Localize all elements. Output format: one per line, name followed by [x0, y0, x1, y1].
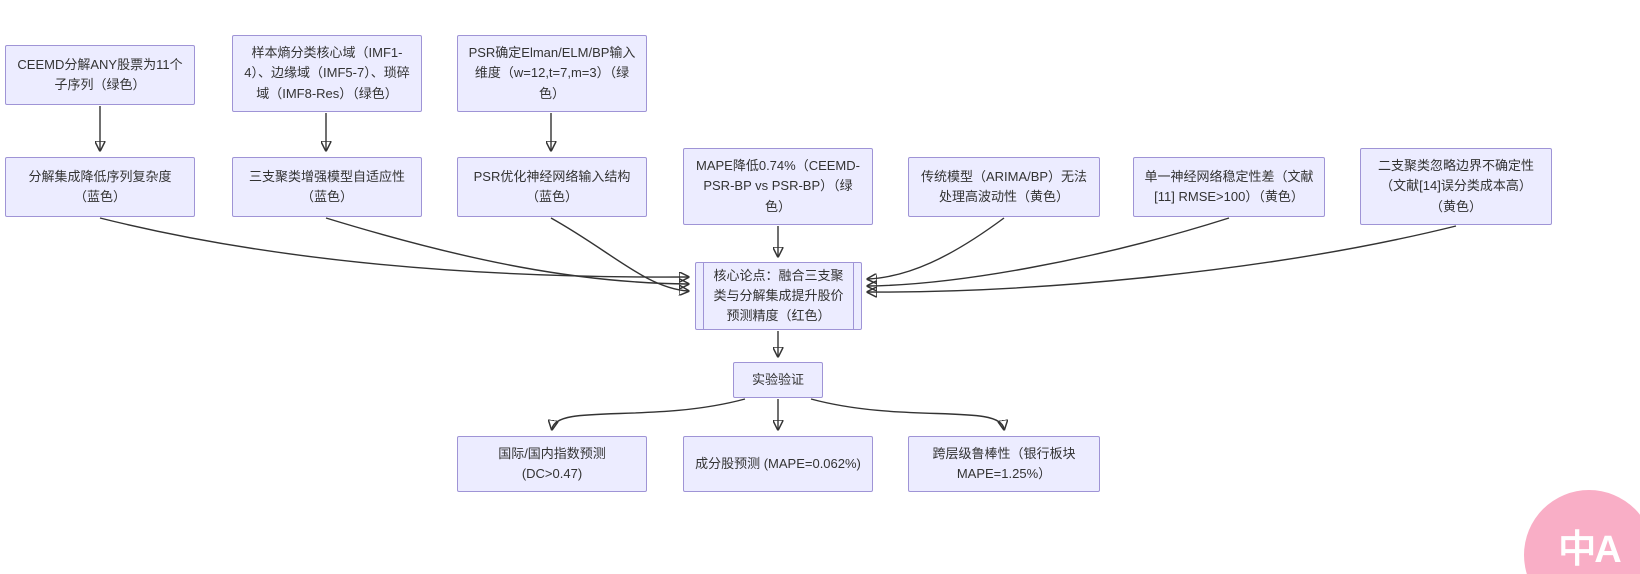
edge-experiment-to-robust — [810, 398, 1004, 429]
edge-singlenn-to-core — [868, 217, 1230, 286]
node-robustness-label: 跨层级鲁棒性（银行板块 MAPE=1.25%） — [932, 445, 1076, 481]
node-index-pred: 国际/国内指数预测 (DC>0.47) — [457, 436, 647, 492]
node-entropy: 样本熵分类核心域（IMF1-4）、边缘域（IMF5-7）、琐碎域（IMF8-Re… — [232, 35, 422, 112]
edge-experiment-to-index — [552, 398, 746, 429]
node-ceemd: CEEMD分解ANY股票为11个子序列（绿色） — [5, 45, 195, 105]
node-psr-opt-label: PSR优化神经网络输入结构（蓝色） — [473, 168, 631, 204]
node-robustness: 跨层级鲁棒性（银行板块 MAPE=1.25%） — [908, 436, 1100, 492]
node-traditional: 传统模型（ARIMA/BP）无法处理高波动性（黄色） — [908, 157, 1100, 217]
edge-decomp-to-core — [99, 217, 688, 277]
edge-threeway-to-core — [325, 217, 688, 284]
node-threeway-label: 三支聚类增强模型自适应性（蓝色） — [248, 168, 405, 204]
edge-twoway-to-core — [868, 225, 1457, 292]
node-stock-pred: 成分股预测 (MAPE=0.062%) — [683, 436, 873, 492]
node-decomp-label: 分解集成降低序列复杂度（蓝色） — [28, 168, 172, 204]
node-mape: MAPE降低0.74%（CEEMD-PSR-BP vs PSR-BP）（绿色） — [683, 148, 873, 225]
node-decomp: 分解集成降低序列复杂度（蓝色） — [5, 157, 195, 217]
node-single-nn: 单一神经网络稳定性差（文献[11] RMSE>100）（黄色） — [1133, 157, 1325, 217]
node-experiment: 实验验证 — [733, 362, 823, 398]
node-psr-opt: PSR优化神经网络输入结构（蓝色） — [457, 157, 647, 217]
node-core-thesis-label: 核心论点：融合三支聚类与分解集成提升股价预测精度（红色） — [713, 267, 844, 324]
node-psr-input: PSR确定Elman/ELM/BP输入维度（w=12,t=7,m=3）（绿色） — [457, 35, 647, 112]
node-experiment-label: 实验验证 — [751, 371, 804, 387]
node-threeway: 三支聚类增强模型自适应性（蓝色） — [232, 157, 422, 217]
node-entropy-label: 样本熵分类核心域（IMF1-4）、边缘域（IMF5-7）、琐碎域（IMF8-Re… — [244, 45, 410, 101]
translate-badge-button[interactable]: 中A — [1524, 490, 1640, 574]
node-single-nn-label: 单一神经网络稳定性差（文献[11] RMSE>100）（黄色） — [1144, 168, 1314, 204]
node-core-thesis: 核心论点：融合三支聚类与分解集成提升股价预测精度（红色） — [695, 262, 862, 330]
node-mape-label: MAPE降低0.74%（CEEMD-PSR-BP vs PSR-BP）（绿色） — [696, 158, 860, 214]
node-stock-pred-label: 成分股预测 (MAPE=0.062%) — [695, 455, 861, 471]
node-index-pred-label: 国际/国内指数预测 (DC>0.47) — [498, 445, 606, 481]
node-psr-input-label: PSR确定Elman/ELM/BP输入维度（w=12,t=7,m=3）（绿色） — [468, 45, 636, 101]
node-ceemd-label: CEEMD分解ANY股票为11个子序列（绿色） — [17, 56, 183, 92]
node-two-way-label: 二支聚类忽略边界不确定性（文献[14]误分类成本高）（黄色） — [1377, 158, 1534, 214]
node-two-way: 二支聚类忽略边界不确定性（文献[14]误分类成本高）（黄色） — [1360, 148, 1552, 225]
translate-badge-label: 中A — [1558, 529, 1621, 571]
edge-traditional-to-core — [868, 217, 1005, 279]
node-traditional-label: 传统模型（ARIMA/BP）无法处理高波动性（黄色） — [920, 168, 1088, 204]
edge-psropt-to-core — [550, 217, 688, 291]
